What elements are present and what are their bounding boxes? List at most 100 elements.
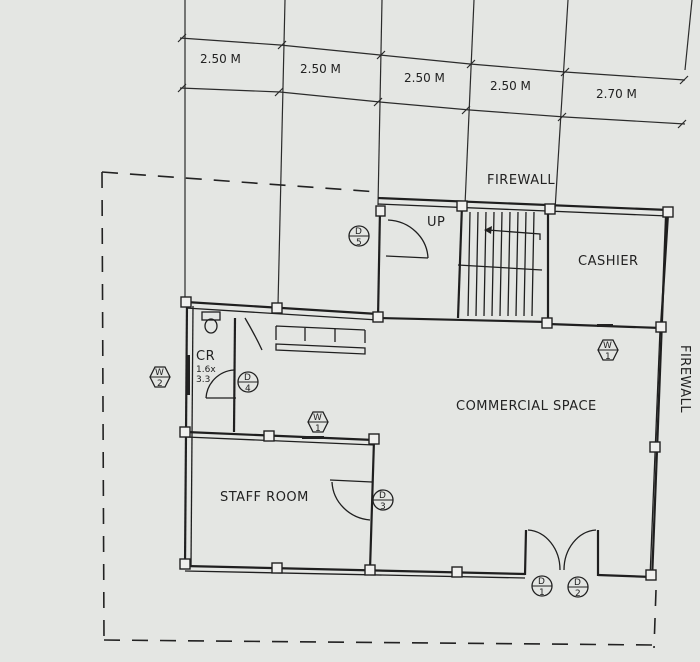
stair-treads [467, 211, 535, 317]
door-tag-d4: D 4 [237, 371, 259, 394]
cr-size-line1: 1.6x [196, 365, 216, 375]
staff-top-wall-inner [185, 436, 375, 446]
shelf-lower [275, 343, 366, 355]
column [364, 564, 376, 576]
stair-divider-wall [456, 204, 464, 319]
door-leaf-d3 [329, 479, 373, 483]
window-tag-bottom: 2 [157, 379, 163, 389]
firewall-right-label: FIREWALL [677, 345, 692, 413]
dim-label-4: 2.50 M [490, 79, 531, 93]
door-tag-d5: D 5 [348, 225, 370, 248]
south-wall-inner [184, 570, 526, 579]
south-wall-right [597, 573, 653, 579]
grid-line-5 [554, 0, 569, 211]
counter-curve [244, 317, 263, 351]
column [372, 311, 384, 323]
column [544, 203, 556, 215]
staircase: UP [427, 211, 543, 317]
door-swing-d1 [527, 529, 561, 571]
door-swing-d2 [563, 529, 597, 571]
stair-landing-line [457, 264, 543, 271]
dimension-grid [177, 0, 693, 306]
window-marks [187, 324, 613, 439]
grid-line-6 [684, 0, 693, 71]
dim-label-5: 2.70 M [596, 87, 637, 101]
door-tag-top: D [355, 227, 362, 237]
staff-room-label: STAFF ROOM [220, 490, 309, 505]
window-tag-w2: W 2 [149, 366, 171, 389]
column [451, 566, 463, 578]
firewall-top-wall [377, 196, 669, 212]
west-wall-inner [190, 305, 194, 567]
column [180, 296, 192, 308]
cashier-label: CASHIER [578, 254, 639, 269]
door-tag-top: D [538, 577, 545, 587]
door-tag-top: D [574, 578, 581, 588]
window-tag-top: W [155, 368, 164, 378]
dim-label-3: 2.50 M [404, 71, 445, 85]
dim-label-2: 2.50 M [300, 62, 341, 76]
stair-bottom-wall [377, 316, 549, 324]
dimension-line-bottom [179, 87, 686, 125]
door-tag-bottom: 5 [356, 238, 362, 248]
dimension-ticks-bottom [177, 83, 687, 129]
door-swing-d3 [331, 481, 371, 521]
stair-arrow-line [487, 229, 541, 240]
toilet-tank [201, 311, 221, 321]
fixtures [201, 311, 366, 355]
door-tag-bottom: 1 [539, 588, 545, 598]
lot-line-left [101, 171, 105, 641]
toilet-icon [204, 318, 218, 334]
firewall-top-wall-inner [377, 203, 669, 217]
column [375, 205, 386, 217]
upper-wall-left-inner [185, 307, 379, 321]
window-tag-top: W [313, 413, 322, 423]
grid-line-3 [377, 0, 383, 206]
door-tag-d3: D 3 [372, 489, 394, 512]
door-swing-d4 [205, 369, 235, 399]
column [368, 433, 380, 445]
column [456, 200, 468, 212]
lot-line-top [101, 171, 379, 193]
door-tag-top: D [379, 491, 386, 501]
south-wall [184, 564, 526, 576]
door-tag-d1: D 1 [531, 575, 553, 598]
window-tag-bottom: 1 [605, 352, 611, 362]
window-tag-bottom: 1 [315, 424, 321, 434]
firewall-right-wall [650, 215, 668, 581]
door-tag-top: D [244, 373, 251, 383]
column [645, 569, 657, 581]
window-tag-w3: W 1 [307, 411, 329, 434]
door-swing-d5 [387, 219, 429, 259]
cr-partition-wall [232, 317, 237, 433]
lot-line-bottom [103, 639, 653, 646]
column [655, 321, 667, 333]
staff-top-wall [185, 430, 375, 442]
staff-right-wall [368, 439, 376, 571]
cr-size-line2: 3.3 [196, 375, 210, 385]
column [271, 562, 283, 574]
firewall-top-label: FIREWALL [487, 173, 555, 188]
dim-label-1: 2.50 M [200, 52, 241, 66]
firewall-right-wall-inner [649, 329, 661, 579]
dimension-ticks-top [177, 33, 689, 85]
cr-label: CR [196, 349, 215, 364]
dimension-line-top [179, 37, 686, 81]
door-tag-bottom: 2 [575, 589, 581, 599]
commercial-space-label: COMMERCIAL SPACE [456, 399, 597, 414]
window-tag-w1: W 1 [597, 339, 619, 362]
column [271, 302, 283, 314]
window-tag-top: W [603, 341, 612, 351]
lot-line-right [653, 589, 657, 649]
window-mark [187, 355, 190, 395]
door-tag-d2: D 2 [567, 576, 589, 599]
window-mark [597, 324, 613, 327]
walls [183, 196, 670, 581]
column [662, 206, 674, 218]
column [263, 430, 275, 442]
grid-line-2 [277, 0, 286, 306]
up-label: UP [427, 215, 445, 230]
stair-arrow-icon [484, 226, 492, 234]
